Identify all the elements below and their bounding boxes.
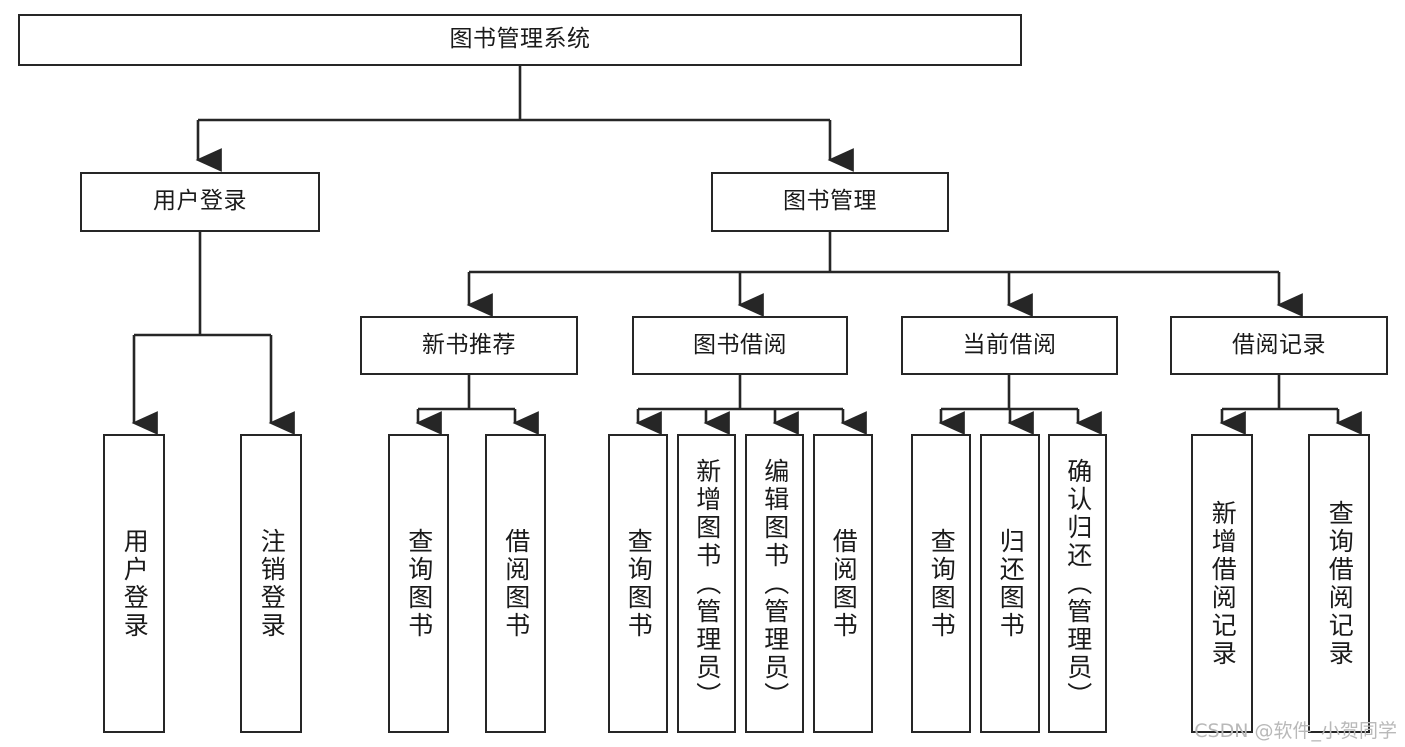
node-book-management[interactable]: 图书管理: [711, 172, 949, 232]
leaf-br-query-record-label: 查询借阅记录: [1325, 499, 1355, 668]
leaf-bb-add-book[interactable]: 新增图书（管理员）: [677, 434, 736, 733]
node-user-login[interactable]: 用户登录: [80, 172, 320, 232]
leaf-nb-query-book[interactable]: 查询图书: [388, 434, 449, 733]
leaf-cb-return-book-label: 归还图书: [996, 527, 1026, 640]
leaf-cb-query-book[interactable]: 查询图书: [911, 434, 971, 733]
node-current-borrow[interactable]: 当前借阅: [901, 316, 1118, 375]
leaf-user-login-label: 用户登录: [120, 527, 150, 640]
leaf-cb-query-book-label: 查询图书: [927, 527, 957, 640]
leaf-br-add-record[interactable]: 新增借阅记录: [1191, 434, 1253, 733]
node-new-book-recommend[interactable]: 新书推荐: [360, 316, 578, 375]
leaf-bb-add-book-label: 新增图书（管理员）: [692, 457, 722, 710]
node-root-label: 图书管理系统: [449, 26, 591, 53]
leaf-bb-query-book-label: 查询图书: [624, 527, 654, 640]
leaf-br-add-record-label: 新增借阅记录: [1208, 499, 1238, 668]
leaf-nb-borrow-book[interactable]: 借阅图书: [485, 434, 546, 733]
leaf-nb-query-book-label: 查询图书: [404, 527, 434, 640]
node-current-borrow-label: 当前借阅: [962, 331, 1057, 358]
watermark-text: CSDN @软件_小贺同学: [1194, 720, 1397, 742]
leaf-bb-borrow-book[interactable]: 借阅图书: [813, 434, 873, 733]
node-borrow-record-label: 借阅记录: [1232, 331, 1326, 358]
leaf-br-query-record[interactable]: 查询借阅记录: [1308, 434, 1370, 733]
leaf-cb-confirm-return-label: 确认归还（管理员）: [1063, 457, 1093, 710]
leaf-nb-borrow-book-label: 借阅图书: [501, 527, 531, 640]
leaf-bb-query-book[interactable]: 查询图书: [608, 434, 668, 733]
leaf-bb-edit-book-label: 编辑图书（管理员）: [760, 457, 790, 710]
leaf-logout-label: 注销登录: [257, 527, 287, 640]
leaf-logout[interactable]: 注销登录: [240, 434, 302, 733]
node-user-login-label: 用户登录: [153, 188, 247, 215]
node-root[interactable]: 图书管理系统: [18, 14, 1022, 66]
leaf-user-login[interactable]: 用户登录: [103, 434, 165, 733]
node-book-borrow[interactable]: 图书借阅: [632, 316, 848, 375]
leaf-bb-borrow-book-label: 借阅图书: [829, 527, 859, 640]
leaf-cb-return-book[interactable]: 归还图书: [980, 434, 1040, 733]
node-borrow-record[interactable]: 借阅记录: [1170, 316, 1388, 375]
node-book-borrow-label: 图书借阅: [693, 331, 787, 358]
node-book-management-label: 图书管理: [783, 188, 877, 215]
leaf-cb-confirm-return[interactable]: 确认归还（管理员）: [1048, 434, 1107, 733]
leaf-bb-edit-book[interactable]: 编辑图书（管理员）: [745, 434, 804, 733]
node-new-book-recommend-label: 新书推荐: [422, 331, 516, 358]
